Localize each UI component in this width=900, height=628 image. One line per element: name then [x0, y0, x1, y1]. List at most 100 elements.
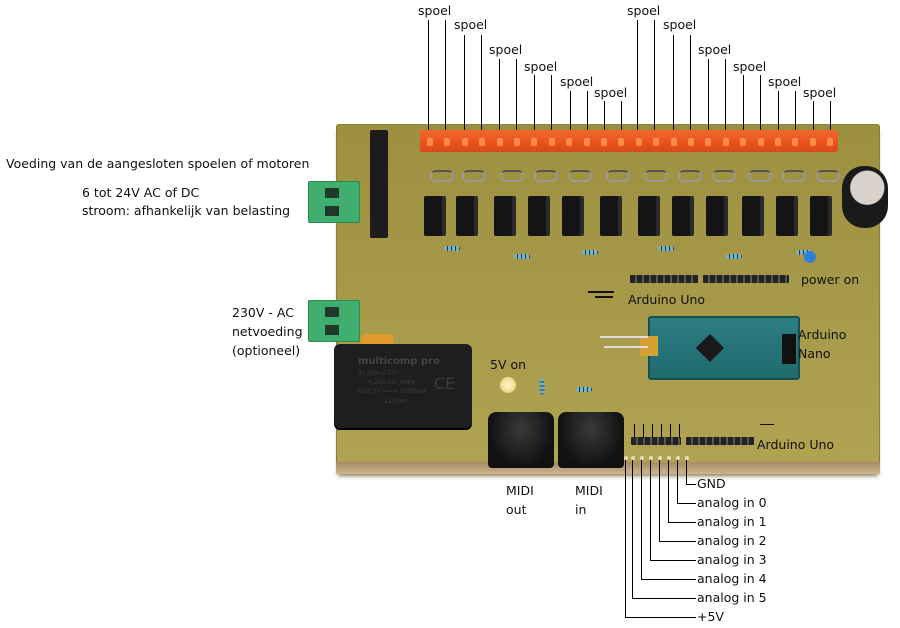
midi-in-label-line2: in — [575, 502, 587, 517]
coil-label: spoel — [768, 74, 802, 89]
pinout-label: GND — [697, 476, 726, 491]
mosfet — [776, 196, 794, 236]
uno-header-top-1 — [630, 275, 698, 283]
header-pin — [757, 138, 764, 146]
coil-leader-line — [551, 75, 552, 130]
mosfet — [600, 196, 618, 236]
pinout-leader-vertical — [659, 460, 660, 541]
header-tick — [670, 424, 671, 438]
midi-in-socket — [558, 412, 624, 468]
resistor — [796, 250, 812, 255]
coil-label: spoel — [524, 59, 558, 74]
pin-pad — [648, 456, 653, 460]
flyback-diode — [644, 170, 668, 182]
pin-pad — [639, 456, 644, 460]
ce-mark: CE — [434, 374, 456, 393]
coil-leader-line — [654, 20, 655, 130]
pinout-label: analog in 1 — [697, 514, 767, 529]
mosfet — [810, 196, 828, 236]
uno-header-bottom — [686, 437, 754, 445]
power-on-label: power on — [801, 272, 860, 287]
flyback-diode — [606, 170, 630, 182]
coil-leader-line — [778, 91, 779, 130]
mains-terminal — [308, 300, 360, 342]
mosfet — [424, 196, 442, 236]
power-module-line1: IN 100~277V~ — [358, 370, 404, 377]
coil-supply-voltage: 6 tot 24V AC of DC — [82, 185, 200, 200]
coil-leader-line — [604, 101, 605, 130]
mcu-chip — [695, 333, 725, 363]
5v-led — [500, 377, 516, 393]
header-pin — [548, 138, 555, 146]
resistor — [582, 250, 598, 255]
power-module: multicomp pro IN 100~277V~ 0.23A,50~60Hz… — [334, 344, 472, 428]
power-led — [804, 251, 816, 263]
flyback-diode — [782, 170, 806, 182]
coil-label: spoel — [418, 3, 452, 18]
coil-leader-line — [445, 20, 446, 130]
arduino-uno-bottom-label: Arduino Uno — [757, 437, 835, 452]
coil-label: spoel — [489, 42, 523, 57]
coil-leader-line — [725, 59, 726, 130]
coil-leader-line — [813, 101, 814, 130]
pinout-label: +5V — [697, 609, 724, 624]
mosfet — [562, 196, 580, 236]
power-module-brand: multicomp pro — [358, 356, 440, 367]
power-module-line2: 0.23A,50~60Hz — [368, 379, 416, 386]
fuse — [360, 334, 394, 346]
mosfet — [528, 196, 546, 236]
pinout-leader-vertical — [632, 460, 633, 598]
pinout-leader-horizontal — [686, 484, 696, 485]
coil-leader-line — [534, 75, 535, 130]
power-module-line4: 1a.00% — [384, 398, 407, 405]
coil-label: spoel — [733, 59, 767, 74]
header-pin — [461, 138, 468, 146]
uno-header-top-2 — [703, 275, 789, 283]
flyback-diode — [816, 170, 840, 182]
header-pin — [740, 138, 747, 146]
resistor — [726, 254, 742, 259]
header-pin — [583, 138, 590, 146]
coil-label: spoel — [698, 42, 732, 57]
header-pin — [635, 138, 642, 146]
marker-line — [595, 296, 613, 298]
mosfet — [706, 196, 724, 236]
midi-in-label-line1: MIDI — [575, 483, 603, 498]
header-tick — [679, 424, 680, 438]
flyback-diode — [678, 170, 702, 182]
coil-leader-line — [743, 75, 744, 130]
pinout-label: analog in 0 — [697, 495, 767, 510]
pinout-leader-vertical — [625, 460, 626, 617]
flyback-diode — [462, 170, 486, 182]
pin-pad — [657, 456, 662, 460]
resistor — [514, 254, 530, 259]
header-pin — [444, 138, 451, 146]
coil-leader-line — [428, 20, 429, 130]
coil-leader-line — [795, 91, 796, 130]
mains-label-line3: (optioneel) — [232, 343, 301, 358]
header-pin — [722, 138, 729, 146]
resistor — [658, 246, 674, 251]
header-pin — [514, 138, 520, 146]
coil-leader-line — [708, 59, 709, 130]
electrolytic-capacitor — [842, 166, 888, 228]
ic-socket — [370, 130, 388, 238]
pinout-leader-horizontal — [668, 522, 696, 523]
mosfet — [456, 196, 474, 236]
header-tick — [661, 424, 662, 438]
coil-leader-line — [464, 35, 465, 130]
mosfet — [672, 196, 690, 236]
pcb-board-edge — [336, 462, 880, 474]
mains-label-line2: netvoeding — [232, 324, 303, 339]
header-pin — [566, 138, 573, 146]
mosfet — [638, 196, 656, 236]
wire-lead — [604, 346, 648, 348]
mosfet — [494, 196, 512, 236]
flyback-diode — [500, 170, 524, 182]
analog-header — [631, 437, 681, 445]
header-pin — [496, 138, 503, 146]
flyback-diode — [568, 170, 592, 182]
pinout-label: analog in 2 — [697, 533, 767, 548]
header-pin — [827, 138, 834, 146]
icsp-header — [782, 334, 796, 364]
